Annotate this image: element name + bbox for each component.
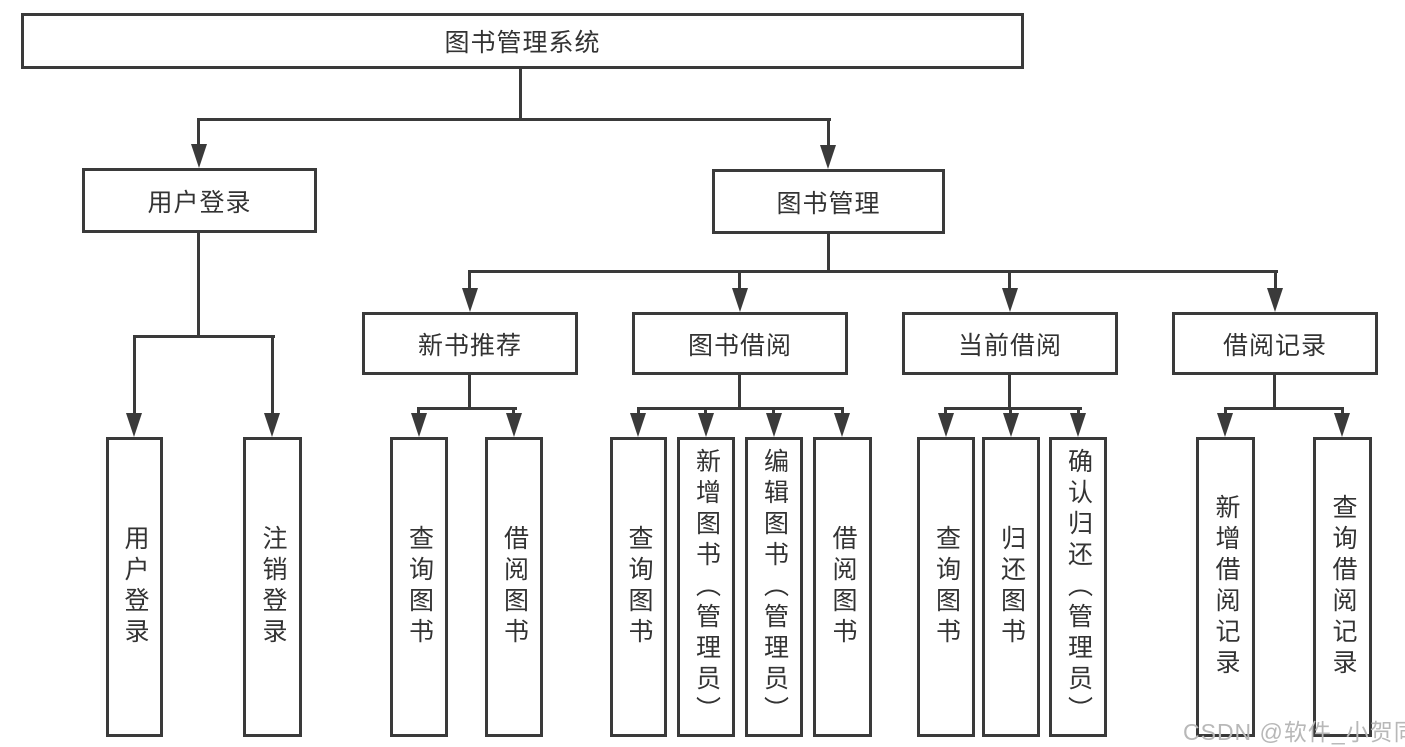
node-new-book-recommend: 新书推荐 (362, 312, 578, 375)
connector-line (738, 270, 741, 290)
arrow-down-icon (766, 413, 782, 437)
connector-line (1009, 407, 1012, 416)
arrow-down-icon (1217, 413, 1233, 437)
arrow-down-icon (411, 413, 427, 437)
connector-line (1224, 407, 1344, 410)
connector-line (271, 335, 274, 415)
leaf-cb-return-books: 归还图书 (982, 437, 1040, 737)
leaf-bb-add-books-admin: 新增图书（管理员） (677, 437, 735, 737)
node-book-management: 图书管理 (712, 169, 945, 234)
connector-line (1008, 373, 1011, 410)
connector-line (133, 335, 275, 338)
connector-line (1008, 270, 1011, 290)
connector-line (468, 270, 1278, 273)
connector-line (1274, 270, 1277, 290)
arrow-down-icon (506, 413, 522, 437)
leaf-bb-query-books: 查询图书 (610, 437, 667, 737)
connector-line (133, 335, 136, 415)
arrow-down-icon (1002, 288, 1018, 312)
arrow-down-icon (1003, 413, 1019, 437)
arrow-down-icon (191, 144, 207, 168)
arrow-down-icon (462, 288, 478, 312)
leaf-bb-borrow-books: 借阅图书 (813, 437, 872, 737)
leaf-cb-query-books: 查询图书 (917, 437, 975, 737)
arrow-down-icon (126, 413, 142, 437)
arrow-down-icon (820, 145, 836, 169)
connector-line (1273, 373, 1276, 410)
node-current-borrow: 当前借阅 (902, 312, 1118, 375)
leaf-bb-edit-books-admin: 编辑图书（管理员） (745, 437, 803, 737)
node-borrow-records: 借阅记录 (1172, 312, 1378, 375)
node-book-borrow: 图书借阅 (632, 312, 848, 375)
leaf-br-add-record: 新增借阅记录 (1196, 437, 1255, 737)
arrow-down-icon (698, 413, 714, 437)
leaf-nb-query-books: 查询图书 (390, 437, 448, 737)
arrow-down-icon (1070, 413, 1086, 437)
connector-line (841, 407, 844, 416)
arrow-down-icon (938, 413, 954, 437)
connector-line (417, 407, 420, 416)
connector-line (468, 373, 471, 410)
leaf-br-query-record: 查询借阅记录 (1313, 437, 1372, 737)
arrow-down-icon (1267, 288, 1283, 312)
connector-line (197, 118, 831, 121)
connector-line (637, 407, 844, 410)
connector-line (944, 407, 1082, 410)
arrow-down-icon (834, 413, 850, 437)
arrow-down-icon (732, 288, 748, 312)
connector-line (417, 407, 517, 410)
connector-line (519, 66, 522, 121)
leaf-logout: 注销登录 (243, 437, 302, 737)
connector-line (637, 407, 640, 416)
leaf-nb-borrow-books: 借阅图书 (485, 437, 543, 737)
leaf-user-login: 用户登录 (106, 437, 163, 737)
connector-line (827, 232, 830, 273)
connector-line (738, 373, 741, 410)
connector-line (197, 230, 200, 338)
connector-line (827, 118, 830, 148)
arrow-down-icon (264, 413, 280, 437)
connector-line (197, 118, 200, 147)
csdn-watermark: CSDN @软件_小贺同学 (1183, 719, 1405, 745)
leaf-cb-confirm-return-admin: 确认归还（管理员） (1049, 437, 1107, 737)
arrow-down-icon (1334, 413, 1350, 437)
connector-line (1224, 407, 1227, 416)
connector-line (512, 407, 515, 416)
connector-line (772, 407, 775, 416)
connector-line (944, 407, 947, 416)
node-library-management-system: 图书管理系统 (21, 13, 1024, 69)
connector-line (704, 407, 707, 416)
node-user-login: 用户登录 (82, 168, 317, 233)
arrow-down-icon (630, 413, 646, 437)
connector-line (1341, 407, 1344, 416)
connector-line (1077, 407, 1080, 416)
connector-line (468, 270, 471, 290)
